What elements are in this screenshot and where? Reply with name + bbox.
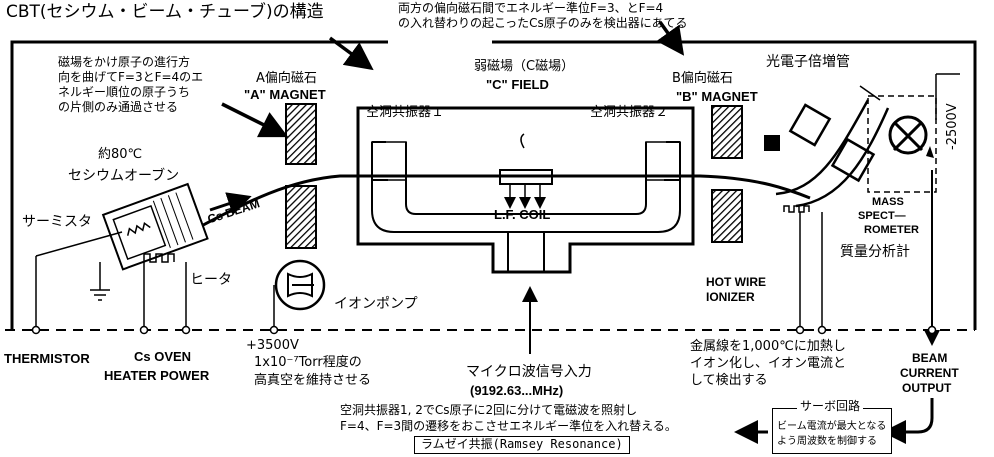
left-note-line3: ネルギー順位の原子うち	[58, 85, 191, 99]
magnet-a-jp-label: A偏向磁石	[256, 71, 317, 86]
ramsey-note-2: F=4、F=3間の遷移をおこさせエネルギー準位を入れ替える。	[340, 419, 677, 433]
oven-power-label-1: Cs OVEN	[134, 349, 192, 364]
left-note-line2: 向を曲げてF=3とF=4のエ	[58, 70, 204, 84]
mass-spectrometer-tube	[775, 99, 870, 196]
cavity-2-label: 空洞共振器２	[590, 105, 669, 120]
ionizer-note-1: 金属線を1,000℃に加熱し	[690, 339, 846, 354]
vacuum-note-1: 1x10⁻⁷Torr程度の	[254, 355, 362, 370]
oven-power-label-2: HEATER POWER	[104, 368, 210, 383]
vacuum-note-2: 高真空を維持させる	[254, 373, 372, 388]
ramsey-resonance-box: ラムゼイ共振(Ramsey Resonance)	[414, 436, 630, 454]
hot-wire-label-2: IONIZER	[706, 290, 755, 304]
thermistor-jp-label: サーミスタ	[22, 214, 92, 230]
servo-loop-path	[882, 398, 934, 444]
servo-title: サーボ回路	[797, 399, 864, 414]
ramsey-cavity	[371, 142, 681, 233]
magnet-b-en-label: "B" MAGNET	[676, 89, 758, 104]
vacuum-enclosure	[10, 40, 977, 330]
c-field-housing	[356, 106, 695, 274]
plus-voltage-label: +3500V	[246, 338, 299, 353]
ion-pump-label: イオンポンプ	[334, 296, 418, 312]
mass-spec-label-2: SPECT—	[858, 210, 906, 222]
magnet-b-upper	[711, 105, 743, 159]
magnet-b-lower	[711, 189, 743, 243]
cesium-oven	[101, 182, 209, 271]
page-title: CBT(セシウム・ビーム・チューブ)の構造	[6, 2, 324, 22]
ramsey-note-1: 空洞共振器1, 2でCs原子に2回に分けて電磁波を照射し	[340, 403, 638, 417]
oven-temp-label: 約80℃	[98, 147, 143, 162]
photomultiplier-box	[867, 95, 937, 193]
top-note-line1: 両方の偏向磁石間でエネルギー準位F=3、とF=4	[398, 1, 664, 15]
c-field-jp-label: 弱磁場（C磁場）	[474, 59, 575, 74]
servo-circuit-box: サーボ回路 ビーム電流が最大となる よう周波数を制御する	[772, 399, 892, 454]
magnet-a-en-label: "A" MAGNET	[244, 87, 326, 102]
c-field-en-label: "C" FIELD	[486, 77, 549, 92]
oven-label: セシウムオーブン	[68, 168, 180, 184]
magnet-a-upper	[285, 103, 317, 165]
ionizer-note-3: して検出する	[690, 373, 768, 388]
beam-current-label-2: CURRENT	[900, 366, 959, 380]
mass-spec-label-3: ROMETER	[864, 224, 919, 236]
photomultiplier	[888, 115, 928, 155]
hot-wire-label-1: HOT WIRE	[706, 275, 766, 289]
cavity-1-label: 空洞共振器１	[366, 105, 445, 120]
microwave-frequency-label: (9192.63...MHz)	[470, 383, 564, 398]
lf-coil-label: L.F. COIL	[494, 207, 551, 222]
beam-current-label-3: OUTPUT	[902, 381, 952, 395]
magnet-a-lower	[285, 185, 317, 249]
photomultiplier-label: 光電子倍増管	[766, 54, 850, 70]
ionizer-note-2: イオン化し、イオン電流と	[690, 356, 847, 371]
left-note-line1: 磁場をかけ原子の進行方	[58, 55, 191, 69]
negative-voltage-label: -2500V	[945, 103, 960, 150]
thermistor-terminal-label: THERMISTOR	[4, 351, 90, 366]
ground-icon	[90, 289, 110, 301]
heater-coil	[143, 253, 175, 263]
top-note-line2: の入れ替わりの起こったCs原子のみを検出器にあてる	[398, 16, 688, 30]
microwave-input-label: マイクロ波信号入力	[466, 364, 592, 380]
magnet-b-jp-label: B偏向磁石	[672, 71, 733, 86]
left-note-line4: の片側のみ通過させる	[58, 100, 179, 114]
heater-label: ヒータ	[190, 272, 232, 288]
hot-wire-ionizer	[783, 205, 810, 213]
servo-note-1: ビーム電流が最大となる	[777, 421, 887, 432]
mass-spec-label-1: MASS	[872, 196, 904, 208]
servo-note-2: よう周波数を制御する	[777, 436, 877, 447]
beam-current-label-1: BEAM	[912, 351, 948, 365]
ion-pump	[274, 259, 326, 311]
mass-spec-jp-label: 質量分析計	[840, 244, 910, 260]
